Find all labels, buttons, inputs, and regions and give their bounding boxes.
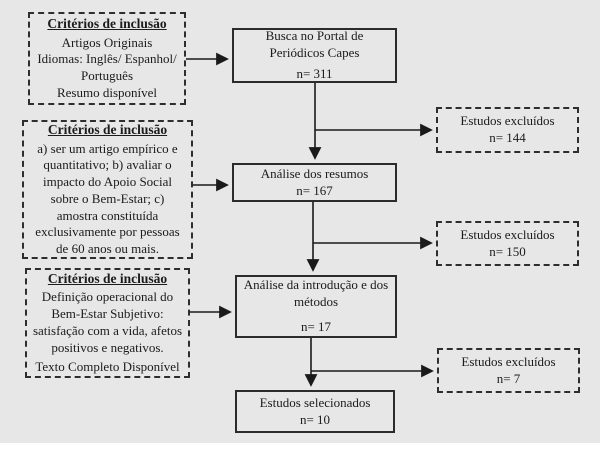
process-box-methods-count: n= 17 (300, 319, 332, 335)
excluded-box-1-label: Estudos excluídos (460, 113, 555, 129)
process-box-search: Busca no Portal de Periódicos Capes n= 3… (232, 28, 397, 83)
process-box-search-count: n= 311 (296, 66, 333, 82)
process-box-abstracts-count: n= 167 (296, 182, 333, 198)
excluded-box-3-label: Estudos excluídos (461, 353, 556, 369)
process-box-selected-count: n= 10 (299, 411, 331, 427)
excluded-box-3-count: n= 7 (496, 370, 521, 386)
criteria-box-2: Critérios de inclusão a) ser um artigo e… (22, 120, 193, 259)
process-box-abstracts: Análise dos resumos n= 167 (232, 163, 397, 202)
excluded-box-2: Estudos excluídos n= 150 (436, 221, 579, 266)
criteria-box-3: Critérios de inclusão Definição operacio… (25, 268, 190, 378)
criteria-box-3-line-2: Texto Completo Disponível (35, 359, 180, 375)
excluded-box-3: Estudos excluídos n= 7 (437, 348, 580, 393)
excluded-box-1: Estudos excluídos n= 144 (436, 107, 579, 153)
criteria-box-1-line-3: Resumo disponível (56, 84, 158, 100)
process-box-methods: Análise da introdução e dos métodos n= 1… (235, 275, 397, 338)
process-box-selected-label: Estudos selecionados (259, 394, 371, 410)
excluded-box-2-label: Estudos excluídos (460, 226, 555, 242)
process-box-selected: Estudos selecionados n= 10 (235, 390, 395, 433)
criteria-box-1-title: Critérios de inclusão (47, 16, 167, 32)
criteria-box-2-body: a) ser um artigo empírico e quantitativo… (35, 140, 180, 257)
process-box-methods-label: Análise da introdução e dos métodos (243, 276, 389, 309)
excluded-box-2-count: n= 150 (489, 243, 526, 259)
excluded-box-1-count: n= 144 (489, 130, 526, 145)
criteria-box-2-title: Critérios de inclusão (47, 122, 168, 138)
criteria-box-1-line-1: Artigos Originais (61, 34, 153, 50)
process-box-abstracts-label: Análise dos resumos (260, 165, 369, 181)
criteria-box-3-title: Critérios de inclusão (47, 270, 168, 286)
criteria-box-1-line-2: Idiomas: Inglês/ Espanhol/ Português (37, 51, 177, 84)
criteria-box-3-body: Definição operacional do Bem-Estar Subje… (32, 289, 183, 355)
criteria-box-1: Critérios de inclusão Artigos Originais … (28, 12, 186, 105)
process-box-search-label: Busca no Portal de Periódicos Capes (265, 27, 364, 60)
